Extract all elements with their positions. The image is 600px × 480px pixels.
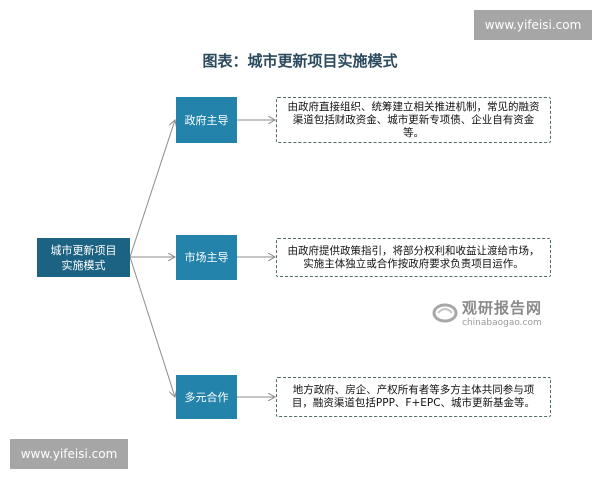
- root-node-line2: 实施模式: [61, 258, 106, 272]
- description-government: 由政府直接组织、统筹建立相关推进机制，常见的融资渠道包括财政资金、城市更新专项债…: [276, 97, 551, 143]
- root-node-line1: 城市更新项目: [50, 243, 117, 257]
- branch-node-market: 市场主导: [176, 235, 237, 280]
- connector-root-to-multi: [129, 256, 175, 397]
- logo-name-cn: 观研报告网: [462, 299, 543, 317]
- root-node: 城市更新项目 实施模式: [37, 238, 130, 277]
- source-logo: 观研报告网 chinabaogao.com: [432, 297, 542, 328]
- logo-name-en: chinabaogao.com: [462, 318, 542, 328]
- diagram-title: 图表：城市更新项目实施模式: [202, 52, 398, 70]
- description-market: 由政府提供政策指引，将部分权利和收益让渡给市场，实施主体独立或合作按政府要求负责…: [276, 238, 551, 277]
- branch-node-government: 政府主导: [176, 97, 237, 143]
- watermark-top: www.yifeisi.com: [474, 10, 592, 40]
- swirl-logo-icon: [432, 303, 458, 322]
- connector-root-to-gov: [129, 120, 175, 258]
- watermark-bottom: www.yifeisi.com: [10, 439, 128, 469]
- description-multi: 地方政府、房企、产权所有者等多方主体共同参与项目，融资渠道包括PPP、F+EPC…: [276, 377, 551, 417]
- branch-node-multi: 多元合作: [176, 375, 237, 419]
